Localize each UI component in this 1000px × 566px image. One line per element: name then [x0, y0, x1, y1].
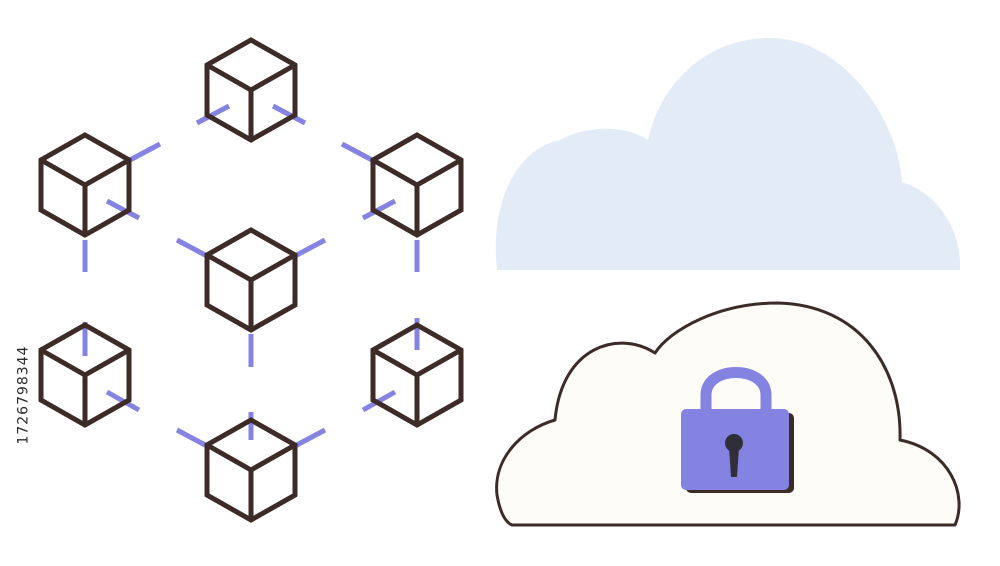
cube-edge — [371, 347, 419, 378]
cube-upper-right-icon — [370, 132, 464, 238]
cube-lower-right-icon — [370, 322, 464, 428]
cube-edge — [39, 347, 87, 378]
cube-edge — [83, 347, 131, 378]
connector-line — [175, 427, 209, 449]
cube-edge — [415, 157, 463, 188]
cube-bottom-icon — [204, 417, 298, 523]
connector-line — [340, 141, 374, 163]
connector-line — [195, 103, 231, 126]
cube-top-icon — [204, 37, 298, 143]
connector-line — [175, 237, 209, 259]
connector-line — [293, 237, 327, 259]
cube-edge — [39, 157, 87, 188]
cube-upper-left-icon — [38, 132, 132, 238]
cube-edge — [205, 442, 253, 473]
padlock-icon — [681, 367, 794, 493]
blockchain-network — [38, 37, 464, 523]
connector-line — [105, 198, 141, 221]
cube-edge — [205, 62, 253, 93]
cube-edge — [205, 252, 253, 283]
connector-line — [293, 427, 327, 449]
stock-id-vertical: 1726798344 — [11, 320, 37, 470]
cube-lower-left-icon — [38, 322, 132, 428]
cube-edge — [249, 252, 297, 283]
connector-line — [128, 141, 162, 163]
cube-edge — [371, 157, 419, 188]
connector-line — [271, 103, 307, 126]
cube-edge — [415, 347, 463, 378]
keyhole-icon — [725, 434, 743, 477]
cube-edge — [249, 442, 297, 473]
back-cloud — [495, 38, 961, 270]
connector-line — [361, 198, 397, 221]
cube-edge — [83, 157, 131, 188]
stock-id-text: 1726798344 — [16, 345, 33, 445]
padlock-shackle — [700, 367, 772, 414]
cube-edge — [249, 62, 297, 93]
cube-center-icon — [204, 227, 298, 333]
